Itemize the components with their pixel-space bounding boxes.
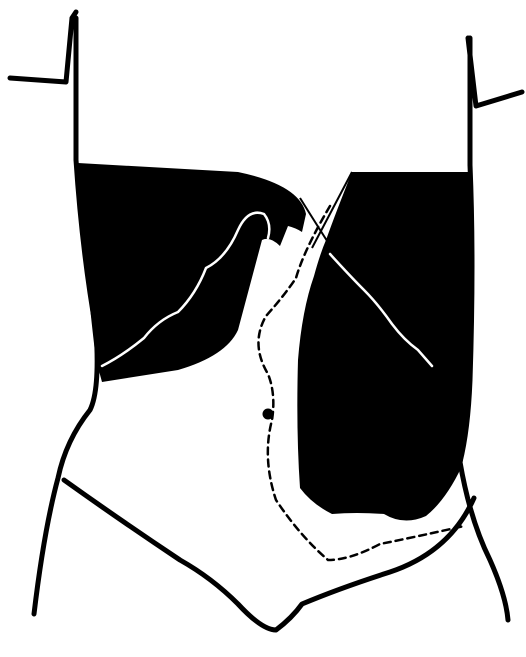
- right-upper-shaded-region: [78, 163, 306, 382]
- umbilicus-dot: [263, 409, 274, 420]
- right-arm-stub: [10, 12, 76, 82]
- left-arm-stub: [468, 38, 522, 106]
